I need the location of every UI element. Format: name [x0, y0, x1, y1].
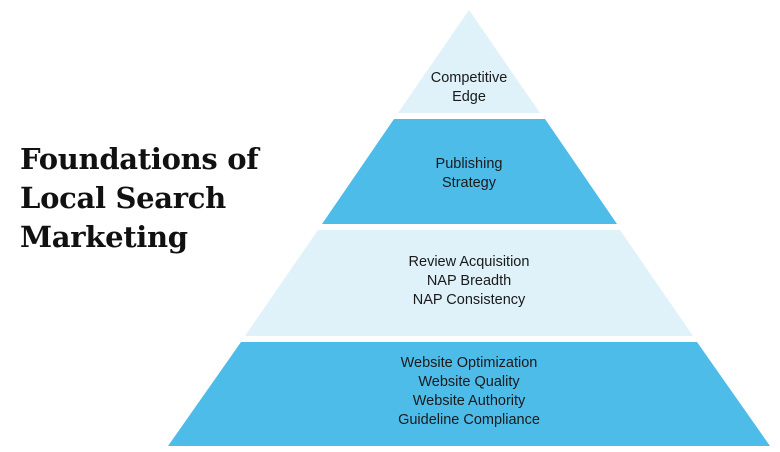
- tier-label-line: NAP Breadth: [426, 273, 512, 289]
- title-line: Foundations of: [20, 142, 259, 176]
- tier-label-line: Publishing: [435, 156, 503, 172]
- tier-label-line: Strategy: [441, 175, 496, 191]
- tier-label-line: Competitive: [430, 70, 508, 86]
- tier-top-shape: [398, 10, 540, 113]
- tier-base-shape: [168, 342, 770, 446]
- tier-top-label: Competitive Edge: [431, 69, 508, 107]
- tier-label-line: Website Optimization: [400, 355, 538, 371]
- page-title: Foundations of Local Search Marketing: [20, 140, 259, 257]
- tier-label-line: Website Quality: [418, 374, 520, 390]
- title-line: Marketing: [20, 220, 188, 254]
- tier-lower-middle-label: Review Acquisition NAP Breadth NAP Consi…: [409, 253, 530, 310]
- tier-label-line: Website Authority: [412, 393, 526, 409]
- tier-label-line: NAP Consistency: [412, 292, 526, 308]
- tier-base-label: Website Optimization Website Quality Web…: [398, 354, 540, 430]
- tier-upper-middle-shape: [322, 119, 617, 224]
- tier-label-line: Guideline Compliance: [398, 412, 540, 428]
- tier-label-line: Edge: [452, 89, 486, 105]
- title-line: Local Search: [20, 181, 226, 215]
- tier-upper-middle-label: Publishing Strategy: [436, 155, 503, 193]
- tier-lower-middle-shape: [245, 230, 693, 336]
- tier-label-line: Review Acquisition: [408, 254, 530, 270]
